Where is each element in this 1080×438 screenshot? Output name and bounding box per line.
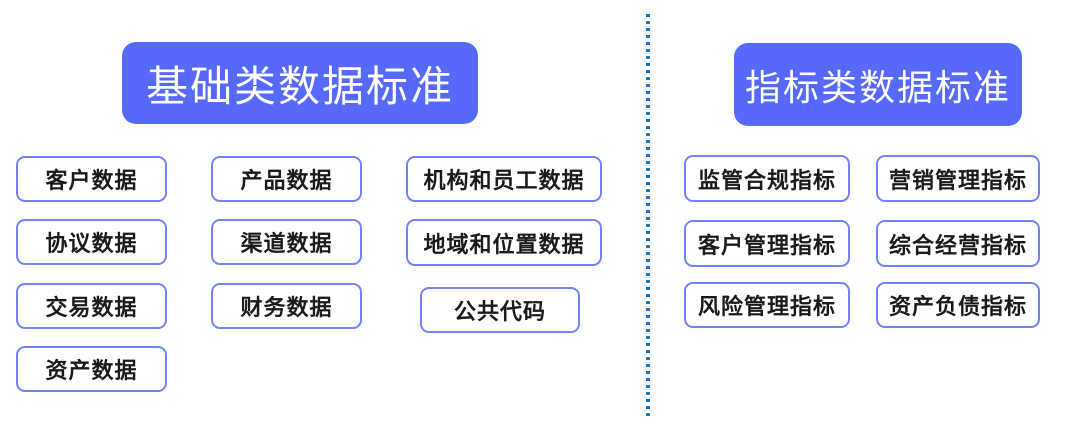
item-risk-management-indicators: 风险管理指标	[684, 282, 850, 328]
item-customer-data: 客户数据	[16, 156, 167, 202]
item-agreement-data: 协议数据	[16, 219, 167, 265]
item-comprehensive-operation-indicators: 综合经营指标	[876, 220, 1040, 267]
item-marketing-management-indicators: 营销管理指标	[876, 155, 1040, 202]
item-region-and-location-data: 地域和位置数据	[406, 219, 602, 266]
item-transaction-data: 交易数据	[16, 283, 167, 329]
item-public-code: 公共代码	[420, 287, 580, 333]
item-org-and-employee-data: 机构和员工数据	[406, 156, 602, 202]
item-asset-data: 资产数据	[16, 346, 167, 392]
item-regulatory-compliance-indicators: 监管合规指标	[684, 155, 850, 202]
item-customer-management-indicators: 客户管理指标	[684, 220, 850, 267]
item-channel-data: 渠道数据	[211, 219, 362, 265]
item-finance-data: 财务数据	[211, 283, 362, 329]
basic-data-standards-header: 基础类数据标准	[122, 42, 478, 124]
item-asset-liability-indicators: 资产负债指标	[876, 282, 1040, 328]
indicator-data-standards-header: 指标类数据标准	[734, 43, 1022, 126]
dotted-divider	[646, 14, 650, 420]
item-product-data: 产品数据	[211, 156, 362, 202]
